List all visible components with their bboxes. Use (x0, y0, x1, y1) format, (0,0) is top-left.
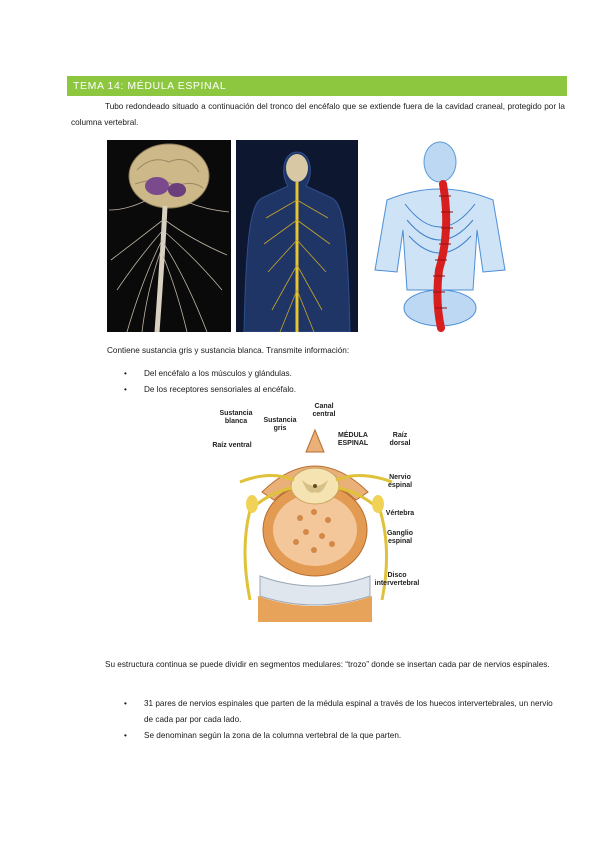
label-nervio-espinal: Nervio espinal (387, 474, 413, 489)
nerves-list: •31 pares de nervios espinales que parte… (124, 696, 564, 744)
brain-nervous-system-image (107, 140, 231, 332)
spinal-cord-diagram: Sustancia blanca Sustancia gris Canal ce… (210, 400, 430, 622)
label-raiz-dorsal: Raíz dorsal (389, 432, 411, 447)
label-raiz-ventral: Raíz ventral (212, 442, 252, 449)
body-spinal-cord-image (236, 140, 358, 332)
label-vertebra: Vértebra (385, 510, 415, 517)
label-disco-intervertebral: Disco intervertebral (374, 572, 420, 587)
section-title: TEMA 14: MÉDULA ESPINAL (73, 80, 227, 92)
section-title-banner: TEMA 14: MÉDULA ESPINAL (67, 76, 567, 96)
spinal-cord-cross-section-illustration (239, 428, 393, 622)
structure-paragraph: Su estructura continua se puede dividir … (105, 660, 550, 669)
label-canal-central: Canal central (312, 403, 336, 418)
label-sustancia-gris: Sustancia gris (263, 417, 297, 432)
list-item: •De los receptores sensoriales al encéfa… (124, 385, 297, 394)
label-sustancia-blanca: Sustancia blanca (219, 410, 253, 425)
skeleton-spine-image (365, 140, 515, 332)
list-item: •Del encéfalo a los músculos y glándulas… (124, 369, 292, 378)
transmission-list: •Del encéfalo a los músculos y glándulas… (124, 366, 544, 398)
list-item: •Se denominan según la zona de la column… (124, 731, 402, 740)
label-ganglio-espinal: Ganglio espinal (386, 530, 414, 545)
label-medula-espinal: MÉDULA ESPINAL (337, 432, 369, 447)
composition-paragraph: Contiene sustancia gris y sustancia blan… (107, 346, 350, 355)
intro-paragraph: Tubo redondeado situado a continuación d… (71, 102, 565, 127)
list-item: •31 pares de nervios espinales que parte… (124, 699, 553, 724)
